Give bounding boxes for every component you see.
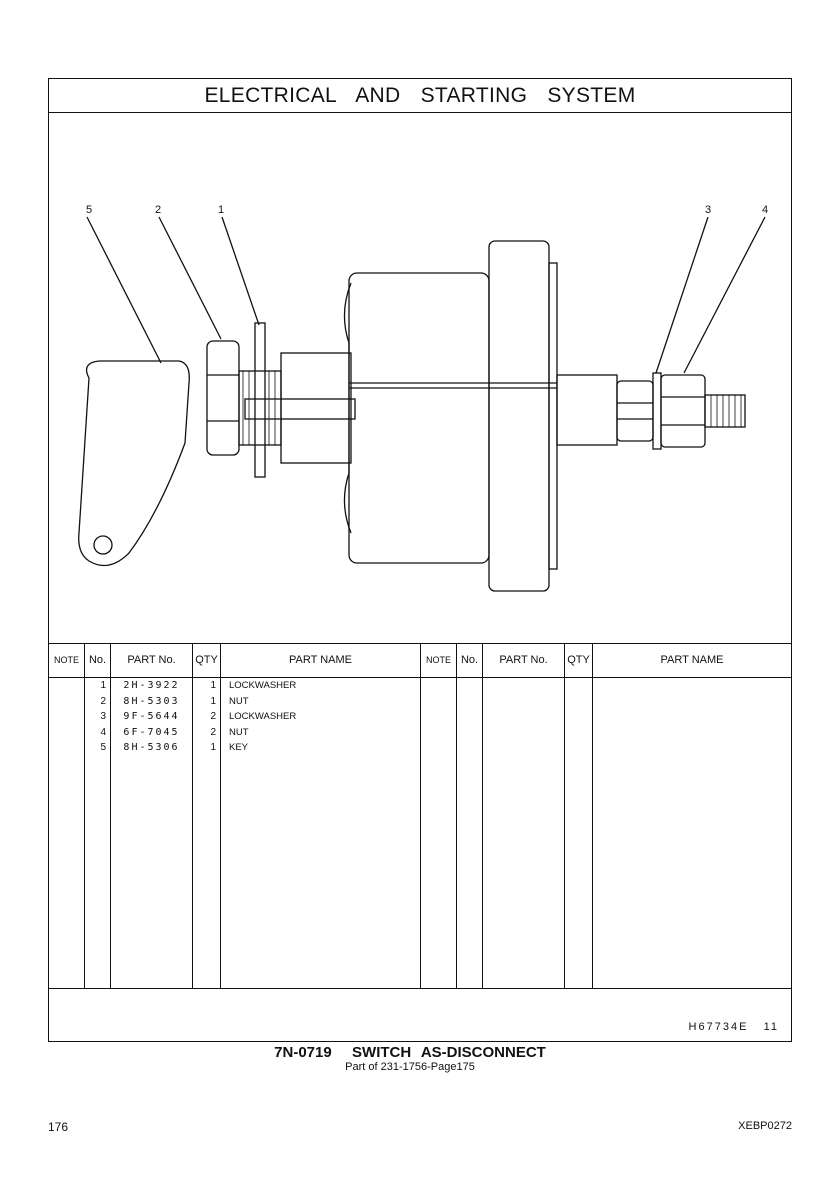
header-no: No. (85, 644, 110, 678)
page-number: 176 (48, 1120, 69, 1134)
header-qty: QTY (193, 644, 220, 678)
switch-illustration: 5 2 1 3 4 (78, 204, 768, 592)
header-note-right: NOTE (421, 644, 456, 678)
callout-4: 4 (762, 204, 768, 216)
callout-5: 5 (86, 204, 92, 216)
row-part-no: 6F-7045 (123, 726, 180, 738)
header-part-name-right: PART NAME (593, 644, 791, 678)
row-no: 1 (100, 680, 106, 691)
row-no: 2 (100, 695, 106, 707)
row-qty: 1 (210, 742, 216, 753)
header-part-no-right: PART No. (483, 644, 564, 678)
row-qty: 2 (210, 711, 216, 722)
row-part-no: 2H-3922 (123, 680, 180, 691)
row-qty: 2 (210, 726, 216, 738)
parts-table: NOTE No. 1 2 3 4 5 PART No. 2H-3922 8H-5… (49, 643, 791, 989)
section-title: ELECTRICAL AND STARTING SYSTEM (49, 79, 791, 113)
row-part-no: 9F-5644 (123, 711, 180, 722)
row-part-name: LOCKWASHER (229, 711, 297, 722)
caption-title: 7N-0719 SWITCH AS-DISCONNECT (274, 1044, 546, 1061)
illustration-code-text: H67734E (688, 1021, 749, 1033)
callout-2: 2 (155, 204, 161, 216)
row-no: 3 (100, 711, 106, 722)
header-note: NOTE (49, 644, 84, 678)
parts-frame: ELECTRICAL AND STARTING SYSTEM 5 2 1 3 4 (48, 78, 792, 1042)
callout-3: 3 (705, 204, 711, 216)
row-part-name: NUT (229, 726, 249, 738)
illustration-code: H67734E 11 (689, 1021, 779, 1033)
illustration-index: 11 (763, 1021, 779, 1033)
header-no-right: No. (457, 644, 482, 678)
row-part-name: NUT (229, 695, 249, 707)
row-qty: 1 (210, 680, 216, 691)
header-part-name: PART NAME (221, 644, 420, 678)
row-no: 4 (100, 726, 106, 738)
callout-1: 1 (218, 204, 224, 216)
row-part-no: 8H-5306 (123, 742, 180, 753)
header-qty-right: QTY (565, 644, 592, 678)
row-no: 5 (100, 742, 106, 753)
document-code: XEBP0272 (738, 1120, 792, 1132)
row-part-no: 8H-5303 (123, 695, 180, 707)
caption: 7N-0719 SWITCH AS-DISCONNECT Part of 231… (0, 1044, 840, 1073)
row-part-name: KEY (229, 742, 249, 753)
header-part-no: PART No. (111, 644, 192, 678)
row-part-name: LOCKWASHER (229, 680, 297, 691)
row-qty: 1 (210, 695, 216, 707)
caption-subtitle: Part of 231-1756-Page175 (345, 1061, 475, 1073)
